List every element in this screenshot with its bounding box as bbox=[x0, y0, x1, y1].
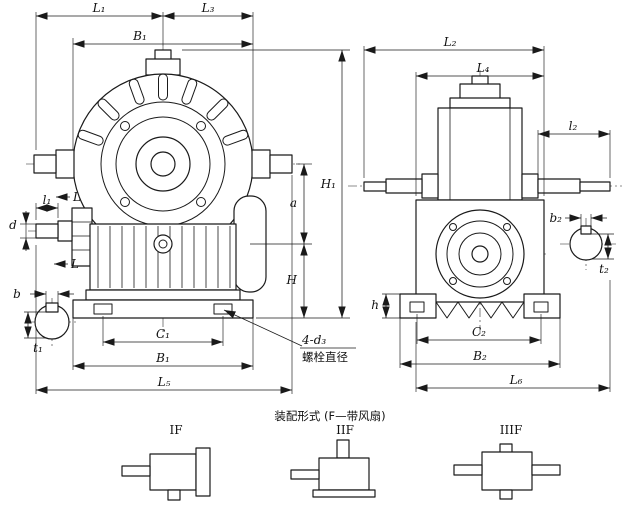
side-foot-slot-left bbox=[409, 301, 425, 313]
assembly-form-3f: IIIF bbox=[453, 423, 561, 500]
side-view-body bbox=[363, 75, 611, 319]
dim-B1-bottom-label: B₁ bbox=[155, 351, 170, 365]
side-foot-right bbox=[523, 293, 561, 319]
assembly-forms: 装配形式 (F—带风扇) IF IIF IIIF bbox=[121, 409, 561, 501]
foot-bolt-slot-right bbox=[213, 303, 233, 315]
dim-L2-label: L₂ bbox=[443, 35, 457, 49]
dim-H-label: H bbox=[286, 273, 298, 287]
dim-H1-label: H₁ bbox=[320, 177, 336, 191]
lower-housing bbox=[89, 223, 237, 291]
dim-L4-label: L₄ bbox=[476, 61, 490, 75]
side-view: L₂ L₄ l₂ h C₂ B₂ L₆ bbox=[348, 35, 622, 392]
assembly-title: 装配形式 (F—带风扇) bbox=[274, 409, 385, 423]
bolt-callout-note: 螺栓直径 bbox=[302, 350, 348, 364]
worm-shaft-left bbox=[33, 149, 75, 179]
dim-L1-label: L₁ bbox=[92, 1, 106, 15]
cover-bolt-holes bbox=[120, 121, 206, 207]
assembly-form-1f: IF bbox=[121, 423, 211, 501]
housing-ribs bbox=[77, 73, 249, 146]
wheel-axis-circle bbox=[153, 234, 173, 254]
cooling-fins bbox=[97, 226, 231, 288]
dim-t2-label: t₂ bbox=[599, 262, 609, 276]
form-3f-icon bbox=[453, 443, 561, 500]
side-cover-circle-mid bbox=[446, 220, 514, 288]
worm-shaft-right bbox=[251, 149, 293, 179]
side-foot-slot-right bbox=[533, 301, 549, 313]
side-foot-left bbox=[399, 293, 437, 319]
dim-a-label: a bbox=[290, 196, 297, 210]
side-shaft-end-circle bbox=[471, 245, 489, 263]
wheel-axis-hole bbox=[158, 239, 168, 249]
dim-h-label: h bbox=[371, 298, 379, 312]
side-shaft-right bbox=[521, 173, 611, 199]
bolt-callout: 4-d₃ 螺栓直径 bbox=[223, 309, 356, 364]
side-cover-bolts bbox=[449, 223, 511, 285]
section-mark-label-top: L bbox=[72, 190, 81, 204]
dim-l1-label: l₁ bbox=[43, 193, 52, 207]
dim-L6-label: L₆ bbox=[509, 373, 523, 387]
fan-fins-sawtooth bbox=[435, 301, 525, 319]
dim-B1-top-label: B₁ bbox=[132, 29, 147, 43]
front-view-body bbox=[33, 49, 293, 319]
foot-bolt-slot-left bbox=[93, 303, 113, 315]
mounting-base bbox=[72, 289, 254, 319]
side-view-dimensions: L₂ L₄ l₂ h C₂ B₂ L₆ bbox=[363, 35, 611, 392]
front-view-dimensions: L₁ L₃ B₁ l₁ d L L a H H₁ bbox=[9, 1, 350, 394]
output-keyway bbox=[580, 225, 592, 235]
dim-t1-label: t₁ bbox=[33, 341, 43, 355]
assembly-form-2f: IIF bbox=[290, 423, 376, 498]
cover-circle bbox=[115, 116, 211, 212]
side-cap bbox=[459, 83, 501, 100]
dim-L5-label: L₅ bbox=[157, 375, 171, 389]
dim-d-label: d bbox=[9, 218, 17, 232]
side-shaft-left bbox=[363, 173, 439, 199]
form-3f-label: IIIF bbox=[500, 423, 523, 437]
dim-L3-label: L₃ bbox=[201, 1, 215, 15]
form-2f-label: IIF bbox=[336, 423, 354, 437]
output-shaft-key-section: b₂ t₂ bbox=[550, 211, 614, 276]
section-mark-label-bottom: L bbox=[70, 257, 79, 271]
input-shaft bbox=[35, 220, 73, 242]
keyway bbox=[45, 302, 59, 313]
form-2f-icon bbox=[290, 439, 376, 498]
form-1f-icon bbox=[121, 447, 211, 501]
side-upper-housing bbox=[437, 107, 523, 201]
dim-b-label: b bbox=[13, 287, 21, 301]
dim-C2-label: C₂ bbox=[472, 325, 486, 339]
top-cap bbox=[145, 58, 181, 76]
dim-B2-label: B₂ bbox=[472, 349, 487, 363]
dim-C1-label: C₁ bbox=[156, 327, 170, 341]
shaft-end-circle bbox=[150, 151, 176, 177]
form-1f-label: IF bbox=[169, 423, 182, 437]
front-view: L₁ L₃ B₁ l₁ d L L a H H₁ bbox=[9, 1, 356, 394]
dim-b2-label: b₂ bbox=[550, 211, 563, 225]
input-shaft-key-section: b t₁ bbox=[13, 287, 74, 355]
side-cap-flange bbox=[449, 97, 511, 109]
dim-l2-label: l₂ bbox=[569, 119, 578, 133]
side-cover-circle-inner bbox=[458, 232, 502, 276]
bolt-callout-label: 4-d₃ bbox=[301, 333, 326, 347]
